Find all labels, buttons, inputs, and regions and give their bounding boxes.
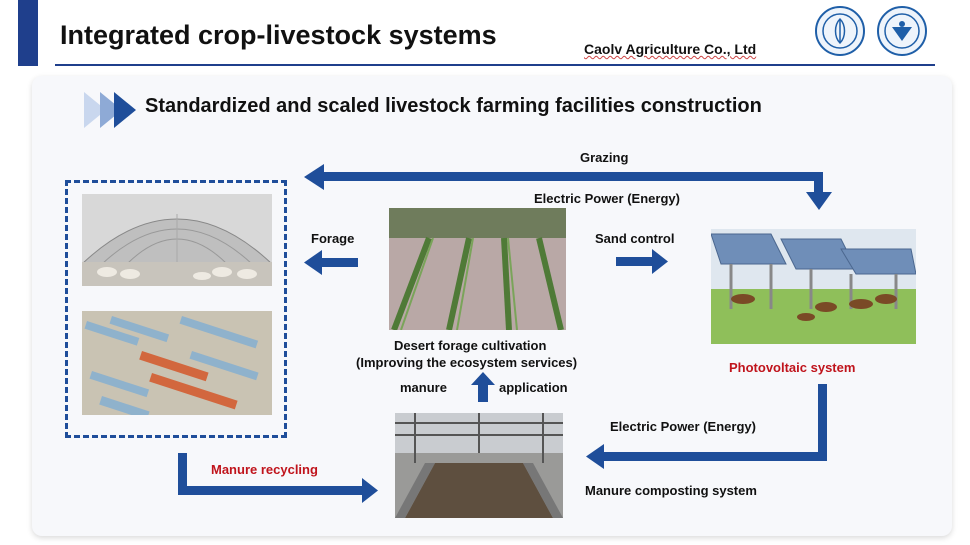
grazing-arrow-drop <box>814 172 823 194</box>
electric-power-bottom-drop <box>818 384 827 461</box>
forage-arrow <box>320 258 358 267</box>
arrow-left-icon <box>586 444 604 469</box>
forage-label: Forage <box>311 231 355 246</box>
arrow-left-icon <box>304 250 322 275</box>
manure-recycling-arrow <box>178 486 364 495</box>
electric-power-top-label: Electric Power (Energy) <box>534 191 680 206</box>
grazing-arrow <box>318 172 823 181</box>
arrow-left-icon <box>304 164 324 190</box>
manure-composting-photo <box>395 413 563 518</box>
sand-control-arrow <box>616 257 656 266</box>
photovoltaic-photo <box>711 229 916 344</box>
arrow-down-icon <box>806 192 832 210</box>
page-title: Integrated crop-livestock systems <box>60 20 497 50</box>
livestock-facilities-frame <box>65 180 287 438</box>
section-title: Standardized and scaled livestock farmin… <box>145 95 762 117</box>
manure-composting-label: Manure composting system <box>585 483 757 498</box>
desert-forage-subtitle: (Improving the ecosystem services) <box>356 355 578 370</box>
header-accent-bar <box>18 0 38 66</box>
arrow-right-icon <box>652 249 668 274</box>
university-emblem-icon <box>877 6 927 56</box>
barn-interior-photo <box>82 194 272 286</box>
arrow-right-icon <box>362 478 378 503</box>
desert-forage-title: Desert forage cultivation <box>394 338 547 353</box>
sand-control-label: Sand control <box>595 231 675 246</box>
desert-forage-photo <box>389 208 566 330</box>
manure-recycling-label: Manure recycling <box>211 462 318 477</box>
chevron-right-icon <box>114 92 136 128</box>
fao-logo-icon <box>815 6 865 56</box>
manure-recycling-drop <box>178 453 187 495</box>
aerial-facility-photo <box>82 311 272 415</box>
company-name: Caolv Agriculture Co., Ltd <box>584 41 757 57</box>
arrow-up-icon <box>471 372 495 402</box>
electric-power-bottom-arrow <box>600 452 827 461</box>
grazing-label: Grazing <box>580 150 629 165</box>
photovoltaic-label: Photovoltaic system <box>729 360 856 375</box>
application-label: application <box>499 380 568 395</box>
manure-label: manure <box>400 380 447 395</box>
header-divider <box>55 64 935 66</box>
electric-power-bottom-label: Electric Power (Energy) <box>610 419 756 434</box>
